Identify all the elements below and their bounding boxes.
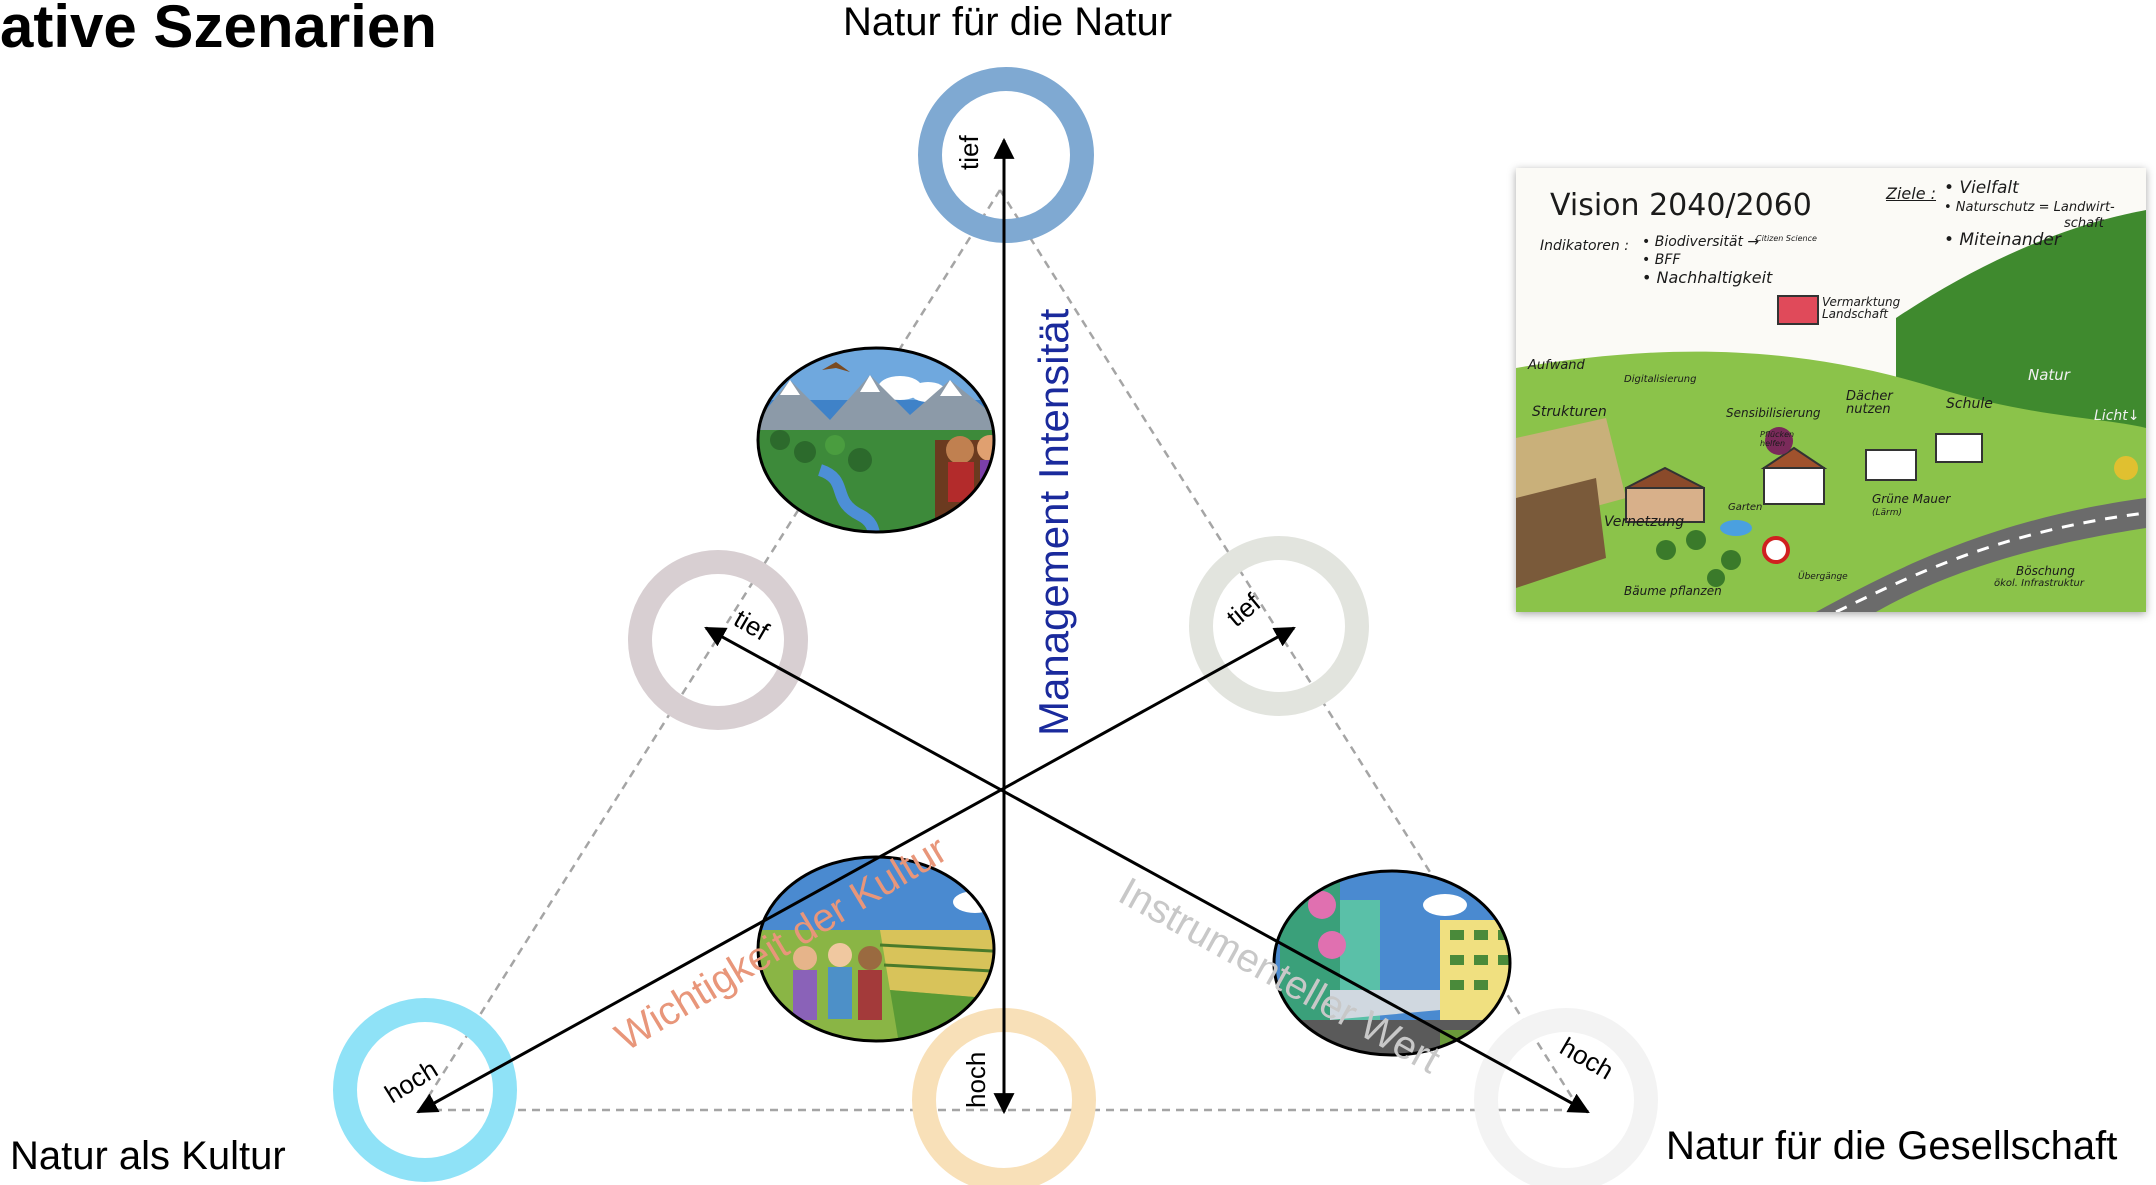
scene-mountains-image [756, 346, 996, 534]
vision-indikatoren-label: Indikatoren : [1540, 238, 1629, 254]
vision-label-aufwand: Aufwand [1528, 358, 1585, 373]
management-axis-tief-label: tief [954, 135, 984, 170]
vision-ziel-2b: schaft [2064, 216, 2104, 231]
vision-label-infrastruktur: ökol. Infrastruktur [1994, 578, 2084, 589]
vision-label-vernetzung: Vernetzung [1604, 514, 1685, 530]
vision-label-sensibilisierung: Sensibilisierung [1726, 406, 1821, 420]
vision-2040-sketch-image: Vision 2040/2060 Ziele : • Vielfalt • Na… [1516, 168, 2146, 612]
vision-citizen-science: Citizen Science [1756, 234, 1817, 243]
ring-culture-tief [628, 550, 808, 730]
vision-indikator-2: • BFF [1642, 252, 1681, 268]
vertex-label-nature-for-nature: Natur für die Natur [843, 0, 1173, 44]
vision-label-uebergaenge: Übergänge [1798, 572, 1848, 582]
vision-label-vermarktung: Vermarktung Landschaft [1822, 295, 1901, 321]
management-axis-name: Management Intensität [1030, 308, 1077, 736]
culture-axis-hoch-label: hoch [379, 1054, 443, 1109]
vision-label-pfluecken: Pflücken helfen [1760, 430, 1795, 448]
vision-label-laerm: (Lärm) [1872, 508, 1903, 518]
vision-label-daecher: Dächer nutzen [1846, 389, 1893, 417]
instrumental-axis-arrow [704, 626, 1590, 1114]
vision-ziel-2: • Naturschutz = Landwirt- [1944, 200, 2115, 215]
ring-top [918, 67, 1094, 243]
vision-indikator-3: • Nachhaltigkeit [1642, 268, 1773, 287]
vision-label-garten: Garten [1728, 502, 1763, 513]
vision-indikator-1: • Biodiversität → [1642, 234, 1760, 250]
vision-label-digitalisierung: Digitalisierung [1624, 374, 1697, 385]
management-axis-hoch-label: hoch [961, 1052, 991, 1108]
vision-label-licht: Licht↓ [2094, 408, 2140, 424]
vision-label-baeume: Bäume pflanzen [1624, 584, 1722, 598]
vision-label-gruene-mauer: Grüne Mauer [1872, 492, 1951, 506]
page-heading: ative Szenarien [0, 0, 437, 60]
axes-arrows [416, 137, 1590, 1115]
vertex-label-nature-for-society: Natur für die Gesellschaft [1666, 1124, 2118, 1168]
vision-label-schule: Schule [1946, 396, 1993, 412]
vertex-label-nature-as-culture: Natur als Kultur [10, 1134, 286, 1178]
vision-ziel-1: • Vielfalt [1944, 178, 2019, 198]
vision-ziele-label: Ziele : [1886, 184, 1937, 203]
vision-title: Vision 2040/2060 [1550, 188, 1812, 223]
ring-instrumental-tief [1189, 536, 1369, 716]
vision-ziel-3: • Miteinander [1944, 230, 2061, 250]
vision-label-boeschung: Böschung [2016, 564, 2075, 578]
vision-label-strukturen: Strukturen [1532, 404, 1607, 420]
instrumental-axis-tief-label: tief [1221, 587, 1267, 633]
vision-label-natur: Natur [2028, 366, 2070, 384]
